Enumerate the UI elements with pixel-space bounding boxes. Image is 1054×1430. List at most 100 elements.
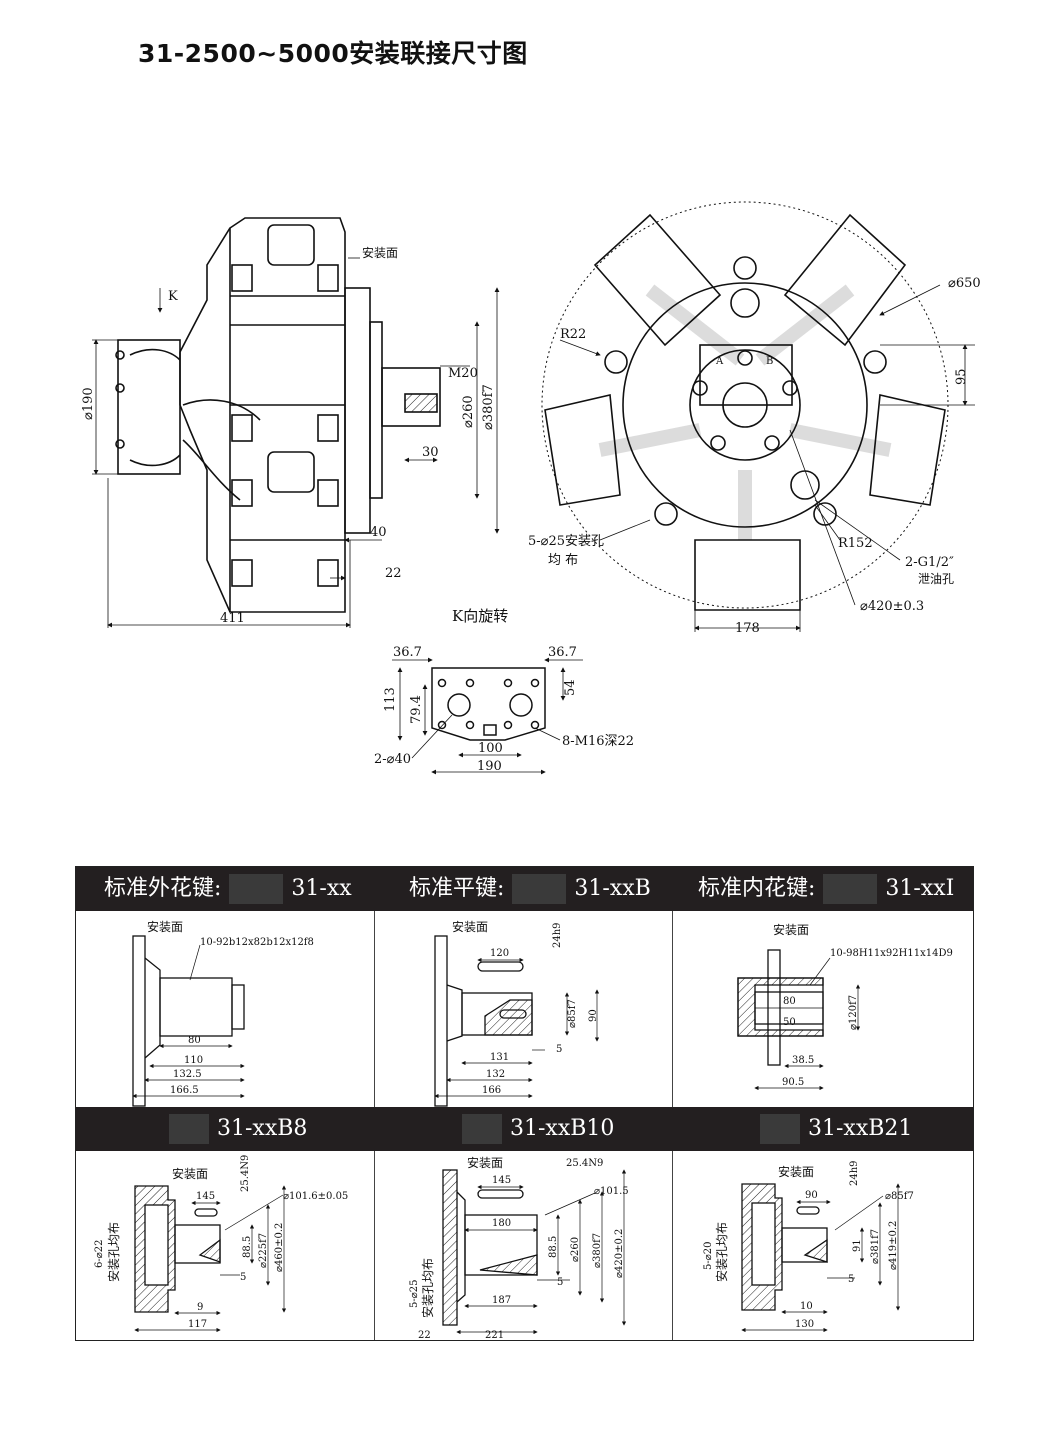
c5-d22: 22 bbox=[418, 1330, 431, 1341]
side-view bbox=[115, 217, 441, 613]
dim-411: 411 bbox=[220, 611, 245, 626]
c5-d145: 145 bbox=[492, 1175, 511, 1186]
dim-d260: ⌀260 bbox=[461, 395, 476, 428]
cell-flat-key-drawing bbox=[434, 935, 533, 1107]
c6-d90: 90 bbox=[805, 1190, 818, 1201]
c4-d5: 5 bbox=[240, 1272, 246, 1283]
dim-40: 40 bbox=[370, 525, 387, 540]
c6-d419: ⌀419±0.2 bbox=[888, 1221, 899, 1270]
c3-d385: 38.5 bbox=[792, 1055, 814, 1066]
c5-d180: 180 bbox=[492, 1218, 511, 1229]
c5-d25: 25.4N9 bbox=[566, 1158, 603, 1169]
c5-d221: 221 bbox=[485, 1330, 504, 1341]
cell-b8-drawing bbox=[134, 1185, 221, 1313]
dim-2d40: 2-⌀40 bbox=[374, 752, 411, 767]
c6-d381: ⌀381f7 bbox=[870, 1229, 881, 1264]
c4-holes: 6-⌀22 bbox=[94, 1240, 105, 1269]
dim-54: 54 bbox=[563, 679, 578, 696]
c4-face: 安装面 bbox=[172, 1166, 208, 1181]
dim-178: 178 bbox=[735, 621, 760, 636]
dim-367-left: 36.7 bbox=[393, 645, 422, 660]
cell-b10-drawing bbox=[442, 1169, 538, 1326]
page-title: 31-2500~5000安装联接尺寸图 bbox=[138, 39, 528, 68]
c3-d905: 90.5 bbox=[782, 1077, 804, 1088]
c6-holes2: 安装孔均布 bbox=[714, 1222, 729, 1282]
c6-holes: 5-⌀20 bbox=[703, 1242, 714, 1271]
dim-113: 113 bbox=[383, 687, 398, 712]
c4-d25: 25.4N9 bbox=[240, 1155, 251, 1192]
drain-label2: 泄油孔 bbox=[918, 572, 954, 586]
c5-d885: 88.5 bbox=[548, 1236, 559, 1258]
header-b10: 31-xxB10 bbox=[454, 1107, 614, 1151]
header-b8: 31-xxB8 bbox=[161, 1107, 307, 1151]
header-external-spline: 标准外花键:31-xx bbox=[104, 867, 352, 911]
c6-d91: 91 bbox=[852, 1239, 863, 1252]
c3-d80: 80 bbox=[783, 996, 796, 1007]
c3-face: 安装面 bbox=[773, 922, 809, 937]
c2-d24: 24h9 bbox=[552, 922, 563, 948]
c4-d145: 145 bbox=[196, 1191, 215, 1202]
drain-label: 2-G1/2″ bbox=[905, 555, 954, 570]
c4-holes2: 安装孔均布 bbox=[106, 1222, 121, 1282]
header-internal-spline: 标准内花键:31-xxI bbox=[698, 867, 954, 911]
c6-d24: 24h9 bbox=[849, 1160, 860, 1186]
cell-internal-spline-drawing bbox=[737, 949, 824, 1066]
col-divider bbox=[374, 911, 375, 1107]
dim-d420: ⌀420±0.3 bbox=[860, 599, 924, 614]
c5-d5: 5 bbox=[557, 1277, 563, 1288]
k-arrow-label: K bbox=[168, 289, 178, 304]
front-view-dimensions bbox=[559, 284, 975, 632]
col-divider bbox=[672, 911, 673, 1107]
c3-spline: 10-98H11x92H11x14D9 bbox=[830, 948, 953, 959]
c1-d80: 80 bbox=[188, 1035, 201, 1046]
table-header-row-2: 31-xxB8 31-xxB10 31-xxB21 bbox=[76, 1107, 973, 1151]
c3-d50: 50 bbox=[783, 1017, 796, 1028]
c1-d1665: 166.5 bbox=[170, 1085, 199, 1096]
c5-d187: 187 bbox=[492, 1295, 511, 1306]
col-divider bbox=[672, 1151, 673, 1340]
dim-r152: R152 bbox=[838, 536, 873, 551]
c6-face: 安装面 bbox=[778, 1164, 814, 1179]
dim-d650: ⌀650 bbox=[948, 276, 981, 291]
dim-d380: ⌀380f7 bbox=[481, 384, 496, 430]
c2-d85: ⌀85f7 bbox=[567, 999, 578, 1028]
col-divider bbox=[374, 1151, 375, 1340]
dim-100: 100 bbox=[478, 741, 503, 756]
c6-d10: 10 bbox=[800, 1301, 813, 1312]
c2-d90: 90 bbox=[588, 1009, 599, 1022]
c4-d460: ⌀460±0.2 bbox=[274, 1223, 285, 1272]
table-header-row-1: 标准外花键:31-xx 标准平键:31-xxB 标准内花键:31-xxI bbox=[76, 867, 973, 911]
c5-face: 安装面 bbox=[467, 1155, 503, 1170]
dim-367-right: 36.7 bbox=[548, 645, 577, 660]
header-b21: 31-xxB21 bbox=[752, 1107, 912, 1151]
port-a-label: A bbox=[715, 356, 724, 367]
dim-m20: M20 bbox=[448, 366, 478, 381]
k-view-title: K向旋转 bbox=[452, 607, 509, 625]
c5-holes2: 安装孔均布 bbox=[420, 1258, 435, 1318]
c1-d110: 110 bbox=[184, 1055, 203, 1066]
c2-d132: 132 bbox=[486, 1069, 505, 1080]
c1-spline: 10-92b12x82b12x12f8 bbox=[200, 937, 314, 948]
c2-d120: 120 bbox=[490, 948, 509, 959]
cell-b21-drawing bbox=[741, 1183, 828, 1311]
dim-794: 79.4 bbox=[409, 695, 424, 724]
c2-d5: 5 bbox=[556, 1044, 562, 1055]
c2-face: 安装面 bbox=[452, 919, 488, 934]
k-view-dimensions bbox=[392, 657, 583, 775]
c2-d131: 131 bbox=[490, 1052, 509, 1063]
c3-d120: ⌀120f7 bbox=[848, 995, 859, 1030]
port-b-label: B bbox=[766, 356, 773, 367]
dim-d190: ⌀190 bbox=[81, 387, 96, 420]
c1-d1325: 132.5 bbox=[173, 1069, 202, 1080]
dim-190-k: 190 bbox=[477, 759, 502, 774]
dim-95: 95 bbox=[954, 368, 969, 385]
dim-r22: R22 bbox=[560, 327, 586, 342]
c5-d1015: ⌀101.5 bbox=[594, 1186, 629, 1197]
c4-d1016: ⌀101.6±0.05 bbox=[283, 1191, 348, 1202]
shaft-options-table: 标准外花键:31-xx 标准平键:31-xxB 标准内花键:31-xxI 31-… bbox=[75, 866, 974, 1341]
c5-d380: ⌀380f7 bbox=[592, 1233, 603, 1268]
c6-d85: ⌀85f7 bbox=[885, 1191, 914, 1202]
dim-30: 30 bbox=[422, 445, 439, 460]
c6-d130: 130 bbox=[795, 1319, 814, 1330]
